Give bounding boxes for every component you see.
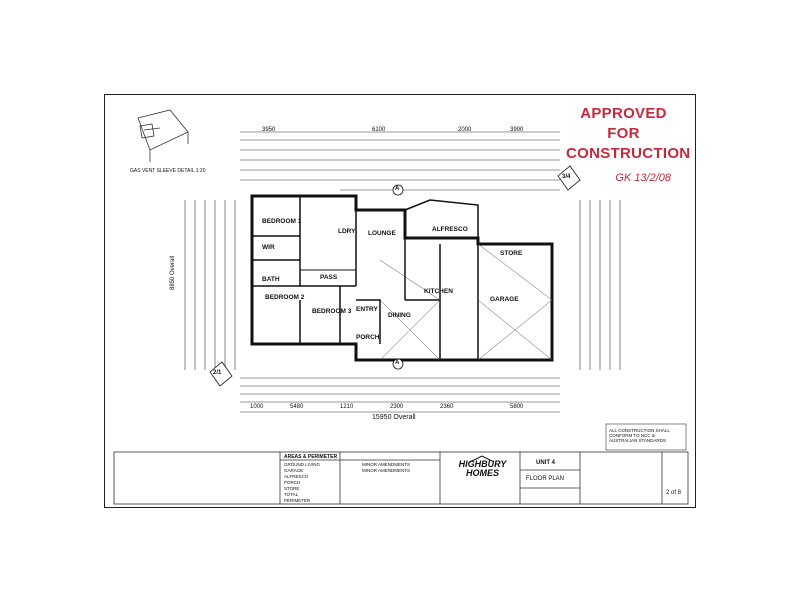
section-a-top-label: A <box>395 186 400 192</box>
stamp-line-1: APPROVED FOR <box>580 105 667 142</box>
dim-top-4: 3900 <box>510 127 524 133</box>
dim-bottom-4: 5800 <box>510 404 524 410</box>
dim-bottom-5: 1210 <box>340 404 354 410</box>
logo-brand-1: HIGHBURY <box>458 459 507 469</box>
area-row-6: TOTAL <box>284 492 299 497</box>
room-kitchen: KITCHEN <box>424 288 453 295</box>
revision-2: MINOR AMENDMENTS <box>362 468 411 473</box>
top-dimension-lines <box>240 131 560 191</box>
area-row-4: PORCH <box>284 480 301 485</box>
dim-bottom-3: 2360 <box>440 404 454 410</box>
room-bedroom-3: BEDROOM 3 <box>312 308 352 315</box>
unit-label: UNIT 4 <box>536 460 556 466</box>
dim-bottom-1: 1000 <box>250 404 264 410</box>
room-lounge: LOUNGE <box>368 230 396 237</box>
room-bedroom-1: BEDROOM 1 <box>262 218 302 225</box>
section-34-label: 3/4 <box>562 174 571 180</box>
left-dimension-lines <box>184 200 236 370</box>
logo-brand-2: HOMES <box>465 468 499 478</box>
room-dining: DINING <box>388 312 411 319</box>
room-alfresco: ALFRESCO <box>432 226 468 233</box>
room-pass: PASS <box>320 274 338 281</box>
area-row-7: PERIMETER <box>284 498 311 503</box>
room-garage: GARAGE <box>490 296 519 303</box>
section-marker-bottom <box>392 358 404 370</box>
area-row-3: ALFRESCO <box>284 474 309 479</box>
room-bath: BATH <box>262 276 280 283</box>
sheet-number: 2 of 8 <box>666 490 682 496</box>
room-wir: WIR <box>262 244 275 251</box>
bottom-dimension-lines <box>240 377 560 413</box>
room-store: STORE <box>500 250 523 257</box>
drawing-sheet <box>104 94 696 508</box>
approval-stamp: APPROVED FOR CONSTRUCTION GK 13/2/08 <box>566 104 691 188</box>
dim-bottom-2: 5480 <box>290 404 304 410</box>
stamp-line-2: CONSTRUCTION <box>566 145 691 162</box>
area-row-1: GROUND LIVING <box>284 462 321 467</box>
section-21-label: 2/1 <box>213 370 222 376</box>
area-row-2: GARAGE <box>284 468 304 473</box>
title-block-lines <box>113 451 689 505</box>
room-porch: PORCH <box>356 334 380 341</box>
highbury-logo-mark <box>469 455 495 463</box>
sheet-name: FLOOR PLAN <box>526 476 565 482</box>
area-row-5: STORE <box>284 486 300 491</box>
section-marker-left <box>209 361 233 387</box>
stamp-signature: GK 13/2/08 <box>615 172 671 184</box>
right-dimension-lines <box>579 200 621 370</box>
areas-title: AREAS & PERIMETER <box>284 454 338 460</box>
room-entry: ENTRY <box>356 306 378 313</box>
section-marker-top <box>392 184 404 196</box>
construction-notes-box <box>605 423 687 451</box>
detail-caption: GAS VENT SLEEVE DETAIL 1:20 <box>130 168 206 174</box>
roof-lines <box>379 243 553 361</box>
room-bedroom-2: BEDROOM 2 <box>265 294 305 301</box>
revision-1: MINOR AMENDMENTS <box>362 462 411 467</box>
dim-overall-horizontal: 15950 Overall <box>372 414 416 421</box>
gas-vent-detail-sketch <box>137 109 189 162</box>
section-marker-right <box>557 165 581 191</box>
dim-top-3: 2000 <box>458 127 472 133</box>
room-laundry: LDRY <box>338 228 356 235</box>
dim-top-1: 3950 <box>262 127 276 133</box>
highbury-homes-logo: HIGHBURY HOMES <box>450 460 515 478</box>
construction-note: ALL CONSTRUCTION SHALL CONFORM TO NCC & … <box>609 428 670 443</box>
section-a-bottom-label: A <box>395 360 400 366</box>
dim-bottom-6: 2300 <box>390 404 404 410</box>
dim-top-2: 6100 <box>372 127 386 133</box>
dim-overall-vertical: 8850 Overall <box>170 255 176 290</box>
